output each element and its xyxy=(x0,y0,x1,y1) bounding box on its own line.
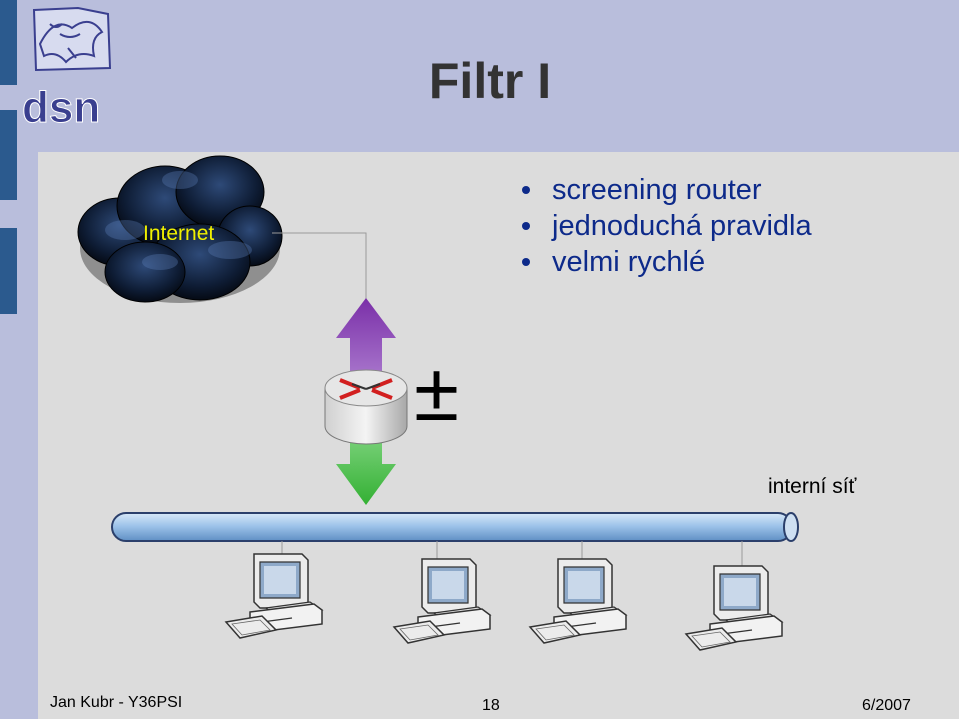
lion-emblem-icon xyxy=(32,6,112,72)
header-band xyxy=(0,0,959,152)
router-icon xyxy=(324,369,408,445)
bullet-item: screening router xyxy=(522,172,812,208)
bullet-item: velmi rychlé xyxy=(522,244,812,280)
logo-text: dsn xyxy=(22,83,100,130)
computer-icon xyxy=(528,558,628,644)
bullet-list: screening router jednoduchá pravidla vel… xyxy=(522,172,812,280)
bullet-text: jednoduchá pravidla xyxy=(552,210,812,242)
internet-label: Internet xyxy=(143,222,215,245)
bullet-icon xyxy=(522,186,530,194)
network-pipe xyxy=(111,512,799,542)
computer-icon xyxy=(224,553,324,639)
dsn-logo: dsn xyxy=(22,6,112,130)
internet-cloud-icon xyxy=(77,155,283,303)
computer-icon xyxy=(684,565,784,651)
plus-minus-label: ± xyxy=(414,347,460,438)
bullet-icon xyxy=(522,222,530,230)
drop-lines xyxy=(281,541,743,570)
accent-bar xyxy=(0,110,17,200)
footer-author: Jan Kubr - Y36PSI xyxy=(50,694,183,711)
accent-bar xyxy=(0,0,17,85)
bullet-text: screening router xyxy=(552,174,762,206)
bullet-text: velmi rychlé xyxy=(552,246,706,278)
accent-bar xyxy=(0,228,17,314)
bullet-item: jednoduchá pravidla xyxy=(522,208,812,244)
connector-line xyxy=(272,232,367,300)
bullet-icon xyxy=(522,258,530,266)
network-label: interní síť xyxy=(768,475,857,498)
computer-icon xyxy=(392,558,492,644)
page-title: Filtr I xyxy=(428,53,552,109)
footer-page-number: 18 xyxy=(482,697,500,714)
footer-date: 6/2007 xyxy=(862,697,911,714)
